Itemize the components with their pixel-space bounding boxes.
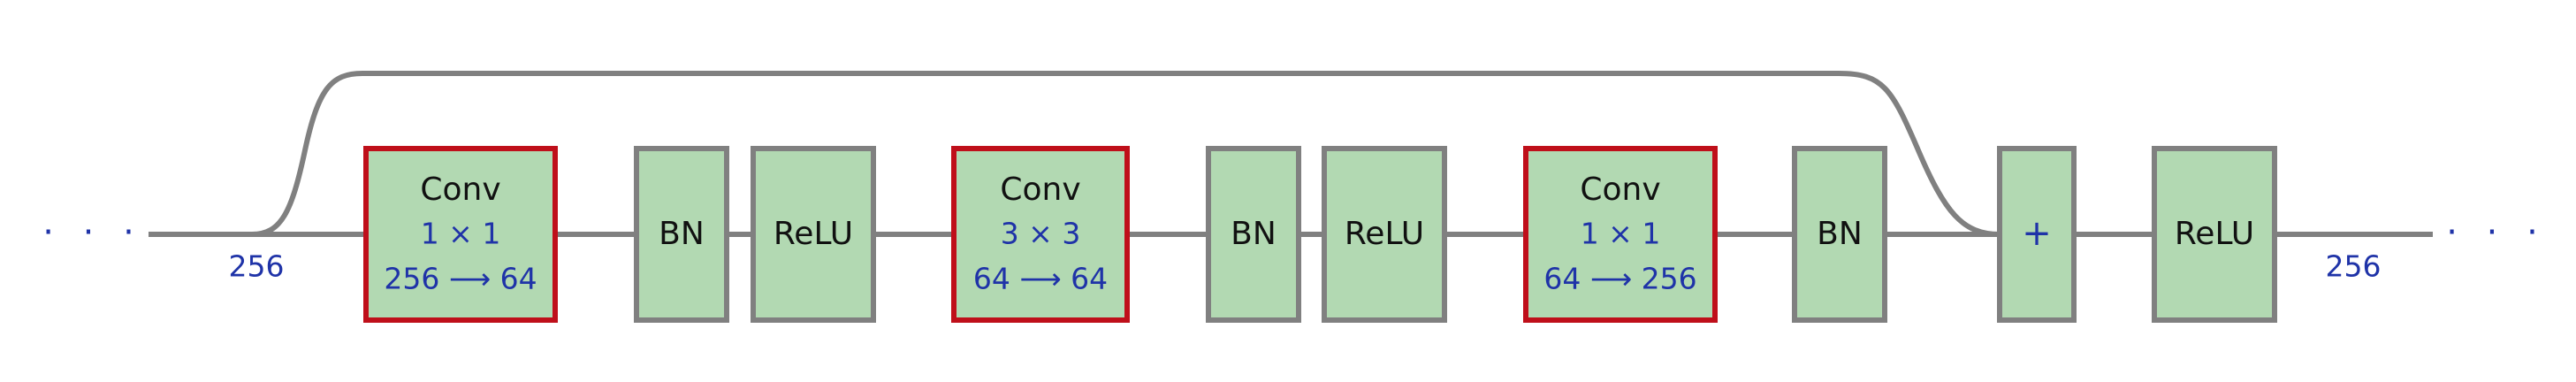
output-channels-label: 256 [2326,249,2382,284]
bn2-block: BN [1206,146,1301,323]
bn3-block: BN [1792,146,1887,323]
relu1-label: ReLU [774,216,853,252]
skip-connection [251,71,2001,237]
add-symbol: + [2022,213,2052,254]
conv2-block: Conv 3 × 3 64 ⟶ 64 [951,146,1130,323]
input-channels-label: 256 [229,249,285,284]
conv1-block: Conv 1 × 1 256 ⟶ 64 [363,146,558,323]
relu2-block: ReLU [1322,146,1447,323]
conv1-channels: 256 ⟶ 64 [384,262,537,296]
bn1-label: BN [659,216,705,252]
add-block: + [1997,146,2077,323]
conv3-kernel: 1 × 1 [1581,217,1661,251]
conv3-block: Conv 1 × 1 64 ⟶ 256 [1523,146,1718,323]
relu1-block: ReLU [751,146,876,323]
bn1-block: BN [634,146,729,323]
output-ellipsis: · · · [2446,212,2547,253]
conv3-title: Conv [1580,172,1660,208]
conv1-kernel: 1 × 1 [421,217,501,251]
relu-out-label: ReLU [2175,216,2254,252]
relu2-label: ReLU [1345,216,1424,252]
input-ellipsis: · · · [42,212,143,253]
conv3-channels: 64 ⟶ 256 [1543,262,1696,296]
conv2-channels: 64 ⟶ 64 [973,262,1108,296]
bn3-label: BN [1817,216,1863,252]
bn2-label: BN [1231,216,1277,252]
conv1-title: Conv [420,172,500,208]
conv2-kernel: 3 × 3 [1001,217,1081,251]
conv2-title: Conv [1000,172,1080,208]
relu-out-block: ReLU [2152,146,2277,323]
